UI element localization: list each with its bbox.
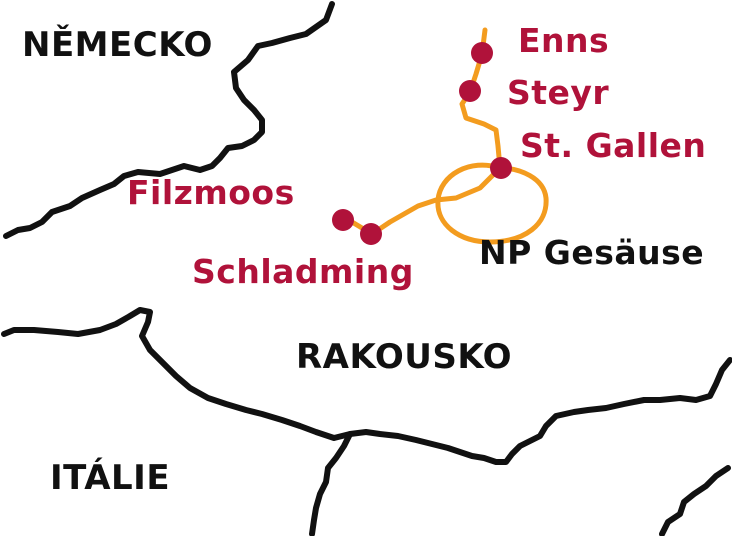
city-dot-filzmoos <box>332 209 354 231</box>
place-label-np-gesause: NP Gesäuse <box>479 233 705 272</box>
place-label-steyr: Steyr <box>507 73 610 112</box>
place-label-enns: Enns <box>518 21 610 60</box>
germany-austria-border <box>3 1 335 239</box>
country-label-italy: ITÁLIE <box>50 458 171 498</box>
place-label-filzmoos: Filzmoos <box>127 173 295 212</box>
city-dot-st-gallen <box>490 157 512 179</box>
country-label-germany: NĚMECKO <box>22 25 213 65</box>
italy-slovenia-border <box>309 431 353 536</box>
austria-italy-border <box>1 307 732 465</box>
city-dot-steyr <box>459 80 481 102</box>
country-label-austria: RAKOUSKO <box>296 337 513 377</box>
city-dot-schladming <box>360 223 382 245</box>
place-label-st-gallen: St. Gallen <box>520 126 707 165</box>
slovenia-croatia-border <box>659 465 731 536</box>
route <box>340 27 549 245</box>
city-dot-enns <box>471 42 493 64</box>
route-enns-st-gallen <box>459 27 503 171</box>
route-gesause-loop <box>435 162 549 245</box>
place-label-schladming: Schladming <box>192 252 414 291</box>
